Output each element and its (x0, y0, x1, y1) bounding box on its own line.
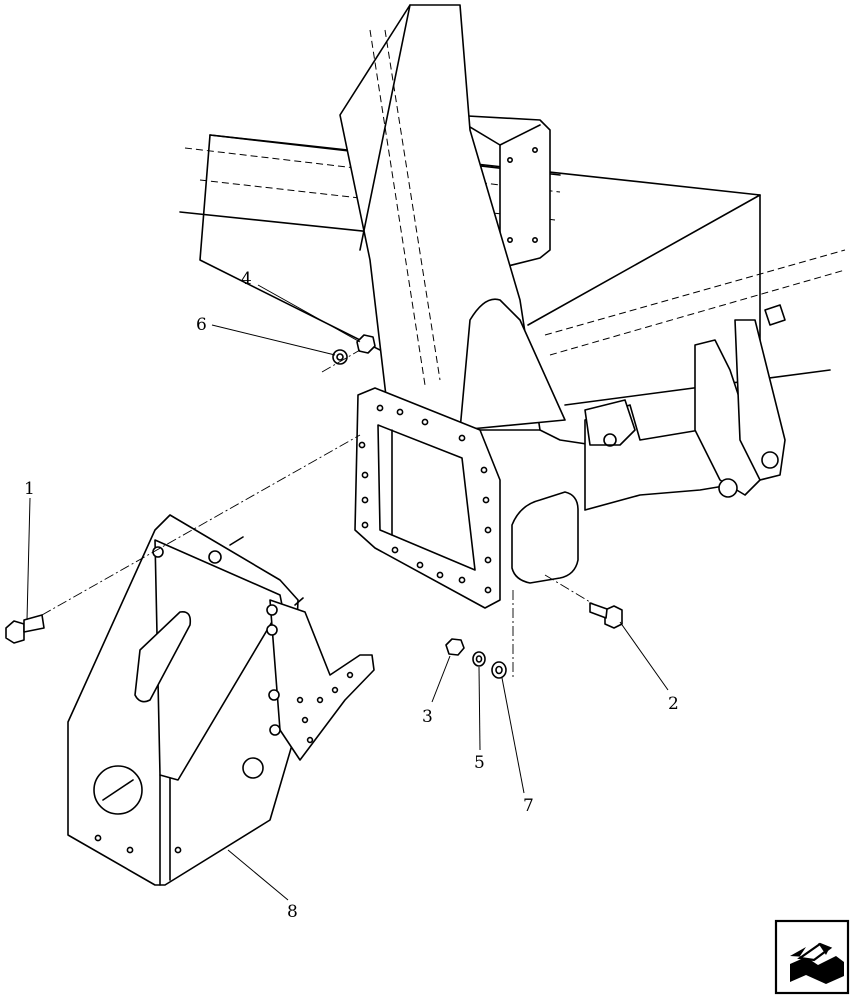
lockwasher-6 (332, 349, 348, 365)
return-arrow-icon (790, 942, 844, 984)
square-flange-plate (354, 387, 501, 609)
callout-3: 3 (422, 707, 433, 727)
hitch-support (584, 304, 786, 511)
rear-mount-bracket (449, 114, 551, 269)
callout-1: 1 (24, 479, 35, 499)
callout-5: 5 (474, 753, 485, 773)
callout-4: 4 (241, 269, 252, 289)
cover-plate (511, 491, 579, 584)
callout-labels: 1 2 3 4 5 6 7 8 (24, 269, 679, 922)
bracket-weldment (67, 514, 375, 886)
tongue-tube (339, 4, 566, 431)
assembly-centerlines (41, 349, 596, 680)
callout-6: 6 (196, 315, 207, 335)
callout-8: 8 (287, 902, 298, 922)
lockwasher-5 (472, 651, 486, 667)
nut-3 (445, 638, 465, 656)
flatwasher-7 (491, 661, 507, 679)
bolt-1 (5, 614, 45, 644)
bolt-2 (589, 602, 623, 629)
callout-7: 7 (523, 796, 534, 816)
return-navigation-button[interactable] (774, 919, 850, 995)
callout-leaders (26, 284, 669, 901)
callout-2: 2 (668, 694, 679, 714)
